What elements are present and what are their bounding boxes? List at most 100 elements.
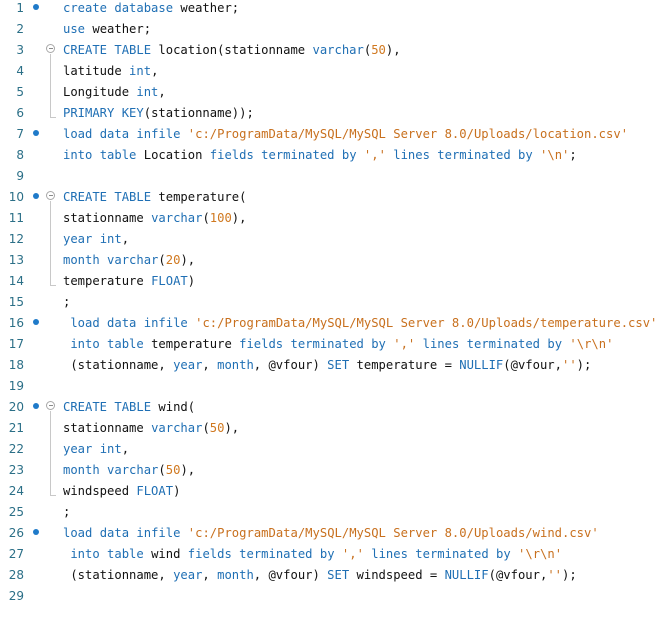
code-token: ; bbox=[569, 148, 577, 162]
code-token bbox=[114, 106, 121, 120]
line-number: 27 bbox=[8, 547, 24, 561]
code-token: ',' bbox=[341, 547, 364, 561]
fold-toggle-icon[interactable] bbox=[46, 401, 55, 410]
line-number: 20 bbox=[8, 400, 24, 414]
code-token: ',' bbox=[363, 148, 386, 162]
code-token: varchar bbox=[151, 211, 203, 225]
code-token: '\n' bbox=[540, 148, 570, 162]
code-line[interactable]: 19 bbox=[0, 376, 661, 397]
code-text: load data infile 'c:/ProgramData/MySQL/M… bbox=[63, 313, 657, 334]
code-token: table bbox=[107, 547, 144, 561]
line-number: 10 bbox=[8, 190, 24, 204]
line-number: 29 bbox=[8, 589, 24, 603]
code-token: ( bbox=[158, 463, 166, 477]
fold-toggle-icon[interactable] bbox=[46, 191, 55, 200]
code-text: windspeed FLOAT) bbox=[63, 481, 180, 502]
fold-guide-end bbox=[50, 117, 56, 118]
code-token: int bbox=[99, 232, 122, 246]
code-line[interactable]: 16 load data infile 'c:/ProgramData/MySQ… bbox=[0, 313, 661, 334]
code-token: ) bbox=[187, 274, 196, 288]
statement-marker-icon[interactable] bbox=[33, 319, 39, 325]
code-token bbox=[533, 148, 540, 162]
code-token: ',' bbox=[393, 337, 416, 351]
code-token: latitude bbox=[63, 64, 130, 78]
code-line[interactable]: 3 CREATE TABLE location(stationname varch… bbox=[0, 40, 661, 61]
code-line[interactable]: 23 month varchar(50), bbox=[0, 460, 661, 481]
line-number: 8 bbox=[16, 148, 24, 162]
code-line[interactable]: 28 (stationname, year, month, @vfour) SE… bbox=[0, 565, 661, 586]
statement-marker-icon[interactable] bbox=[33, 4, 39, 10]
fold-toggle-icon[interactable] bbox=[46, 44, 55, 53]
line-number: 13 bbox=[8, 253, 24, 267]
code-line[interactable]: 27 into table wind fields terminated by … bbox=[0, 544, 661, 565]
code-line[interactable]: 29 bbox=[0, 586, 661, 607]
code-token: ( bbox=[202, 211, 210, 225]
line-number: 28 bbox=[8, 568, 24, 582]
code-token: '\r\n' bbox=[569, 337, 614, 351]
code-token: by bbox=[547, 337, 563, 351]
code-token bbox=[283, 337, 290, 351]
code-token: into bbox=[63, 148, 93, 162]
code-token: terminated bbox=[261, 148, 335, 162]
fold-guide-line bbox=[50, 201, 51, 285]
code-token: , bbox=[121, 442, 130, 456]
code-text: Longitude int, bbox=[63, 82, 166, 103]
code-token: terminated bbox=[290, 337, 364, 351]
code-token: year bbox=[173, 568, 203, 582]
code-token: '' bbox=[547, 568, 562, 582]
code-line[interactable]: 18 (stationname, year, month, @vfour) SE… bbox=[0, 355, 661, 376]
line-number: 3 bbox=[16, 43, 24, 57]
statement-marker-icon[interactable] bbox=[33, 403, 39, 409]
code-token: into bbox=[70, 547, 100, 561]
code-token: CREATE bbox=[63, 400, 108, 414]
code-token: (@vfour, bbox=[503, 358, 562, 372]
code-line[interactable]: 9 bbox=[0, 166, 661, 187]
code-token: SET bbox=[327, 358, 350, 372]
statement-marker-icon[interactable] bbox=[33, 529, 39, 535]
code-token: (stationname, bbox=[63, 568, 174, 582]
code-text: CREATE TABLE location(stationname varcha… bbox=[63, 40, 401, 61]
code-token: data bbox=[99, 526, 130, 540]
code-text: into table temperature fields terminated… bbox=[63, 334, 613, 355]
code-token: temperature( bbox=[151, 190, 247, 204]
line-number: 16 bbox=[8, 316, 24, 330]
line-number: 25 bbox=[8, 505, 24, 519]
code-token: '\r\n' bbox=[518, 547, 563, 561]
code-line[interactable]: 15; bbox=[0, 292, 661, 313]
statement-marker-icon[interactable] bbox=[33, 130, 39, 136]
code-line[interactable]: 25; bbox=[0, 502, 661, 523]
code-token: fields bbox=[239, 337, 284, 351]
code-token: ( bbox=[158, 253, 166, 267]
code-text: month varchar(50), bbox=[63, 460, 195, 481]
code-token bbox=[180, 526, 187, 540]
code-token: FLOAT bbox=[151, 274, 188, 288]
code-token: ), bbox=[385, 43, 401, 57]
code-token: varchar bbox=[107, 253, 159, 267]
line-number: 23 bbox=[8, 463, 24, 477]
code-token: terminated bbox=[437, 148, 511, 162]
code-token bbox=[335, 148, 342, 162]
code-token: 'c:/ProgramData/MySQL/MySQL Server 8.0/U… bbox=[195, 316, 658, 330]
code-token: wind bbox=[143, 547, 188, 561]
code-text: ; bbox=[63, 292, 70, 313]
statement-marker-icon[interactable] bbox=[33, 193, 39, 199]
code-line[interactable]: 17 into table temperature fields termina… bbox=[0, 334, 661, 355]
